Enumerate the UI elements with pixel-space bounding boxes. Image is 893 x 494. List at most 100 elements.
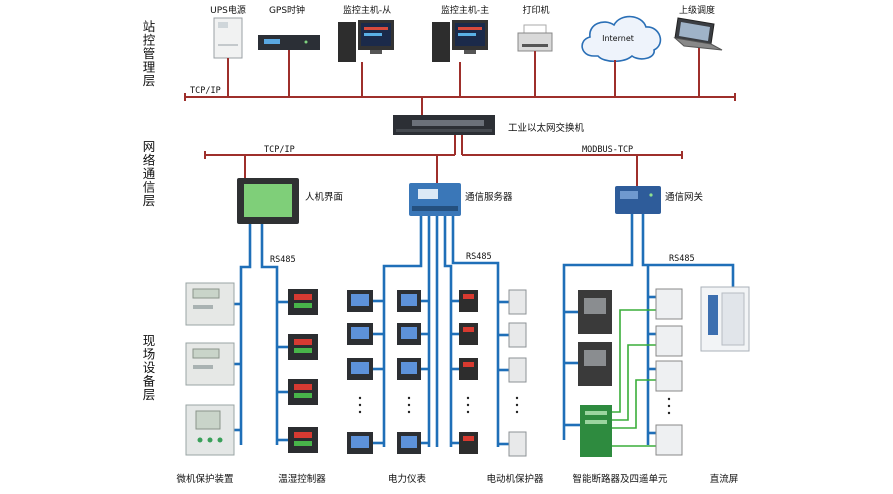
hmi-label: 人机界面 — [305, 191, 343, 203]
relay-screen — [192, 288, 220, 299]
relay-button — [197, 437, 203, 443]
host-slave-screen-bar — [364, 27, 388, 30]
relay-screen — [195, 410, 221, 430]
relay-protection-device — [185, 404, 235, 456]
motor-protector-display — [463, 362, 474, 367]
ellipsis-dot — [515, 396, 519, 400]
laptop-display — [679, 22, 710, 41]
server-rs485-label: RS485 — [466, 252, 492, 262]
motor-protector-column-2 — [508, 289, 527, 457]
breaker-line — [562, 214, 634, 440]
dc-panel-line — [641, 214, 735, 288]
humidity-controller-label: 温湿控制器 — [278, 473, 326, 485]
dispatch-label: 上级调度 — [679, 4, 715, 16]
dc-panel-display — [708, 295, 718, 335]
relay-protection-device — [185, 342, 235, 386]
host-master-computer — [432, 20, 488, 62]
ellipsis-dot — [515, 410, 519, 414]
mcb-module — [655, 360, 683, 392]
motor-protector-display — [463, 327, 474, 332]
motor-protector-module — [508, 357, 527, 383]
power-meter-lcd — [351, 294, 369, 306]
gps-clock-chassis — [258, 35, 320, 50]
comm-server-device — [409, 183, 461, 216]
host-master-screen-bar — [458, 27, 482, 30]
host-master-label: 监控主机-主 — [441, 4, 489, 16]
ups-panel — [218, 22, 228, 28]
mcb-module — [655, 325, 683, 357]
ups-device — [213, 17, 243, 59]
layer-label-network: 网络通信层 — [141, 140, 156, 208]
power-meter-column-2 — [397, 290, 421, 454]
breaker-panel — [584, 298, 606, 314]
power-meter-lcd — [351, 327, 369, 339]
motor-protector-module — [508, 322, 527, 348]
humidity-controller-device — [288, 427, 318, 453]
humidity-body — [288, 427, 318, 453]
motor-protector-module — [508, 431, 527, 457]
gateway-device — [615, 186, 661, 214]
power-meter-lcd — [401, 294, 417, 306]
humidity-display — [294, 441, 312, 446]
dc-panel-label: 直流屏 — [710, 473, 739, 485]
motor-protector-display — [463, 436, 474, 441]
ellipsis-dot — [466, 410, 470, 414]
gateway-rs485-label: RS485 — [669, 254, 695, 264]
humidity-controller-device — [288, 334, 318, 360]
humidity-display — [294, 432, 312, 438]
ups-vent — [218, 44, 238, 46]
motor-protector — [459, 323, 478, 345]
smart-breaker-device — [578, 342, 612, 386]
host-master-tower — [432, 22, 450, 62]
remote-link — [612, 379, 656, 429]
hmi-rs485-label: RS485 — [270, 255, 296, 265]
humidity-body — [288, 334, 318, 360]
motor-protector-column-1 — [459, 290, 478, 454]
network-right-protocol: MODBUS-TCP — [582, 145, 633, 155]
ups-label: UPS电源 — [210, 4, 246, 16]
comm-server-display — [418, 189, 438, 199]
motor-protector-label: 电动机保护器 — [486, 473, 544, 485]
printer-device — [517, 24, 553, 52]
power-meter-lcd — [351, 362, 369, 374]
ellipsis-dot — [466, 403, 470, 407]
motor-protector — [459, 432, 478, 454]
humidity-display — [294, 393, 312, 398]
host-slave-tower — [338, 22, 356, 62]
comm-server-label: 通信服务器 — [465, 191, 513, 203]
cloud-shape — [581, 15, 662, 63]
printer-label: 打印机 — [522, 4, 549, 16]
hmi-screen — [244, 184, 292, 217]
power-meter-label: 电力仪表 — [388, 473, 427, 485]
hmi-rs485-left-line — [239, 224, 252, 445]
humidity-display — [294, 294, 312, 300]
host-slave-screen-bar — [364, 33, 382, 36]
switch-label: 工业以太网交换机 — [508, 122, 585, 134]
gateway-led — [649, 193, 653, 197]
gps-label: GPS时钟 — [269, 4, 305, 16]
four-remote-unit — [580, 405, 612, 457]
relay-screen — [192, 348, 220, 359]
motor-col2-line — [451, 216, 500, 447]
host-master-screen-bar — [458, 33, 476, 36]
ellipsis-dot — [358, 396, 362, 400]
power-meter-lcd — [351, 436, 369, 448]
remote-link — [612, 309, 656, 413]
four-remote-strip — [585, 411, 607, 415]
gps-clock-display — [264, 39, 280, 44]
meter-col1-line — [382, 216, 423, 447]
ellipsis-dot — [515, 403, 519, 407]
gateway-label: 通信网关 — [665, 191, 704, 203]
meter-stubs — [372, 299, 429, 445]
mcb-module — [655, 424, 683, 456]
station-bus-protocol: TCP/IP — [190, 86, 221, 96]
mcb-module — [655, 288, 683, 320]
comm-server-body — [409, 183, 461, 216]
relay-button — [217, 437, 223, 443]
humidity-display — [294, 303, 312, 308]
internet-cloud: Internet — [581, 15, 662, 63]
relay-protection-device — [185, 282, 235, 326]
host-slave-stand — [370, 50, 382, 54]
printer-body — [517, 32, 553, 52]
